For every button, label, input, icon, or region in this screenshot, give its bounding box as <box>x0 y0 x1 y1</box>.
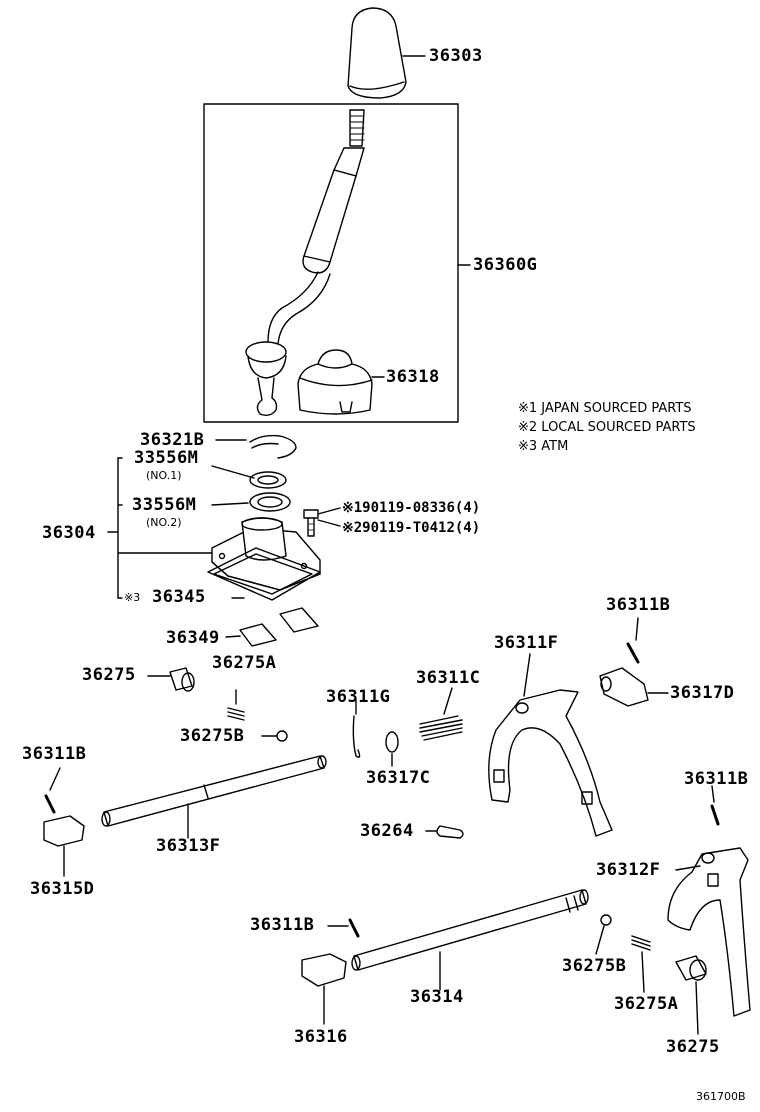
note-atm: ※3 ATM <box>518 439 569 454</box>
shift-retainer-drawing <box>207 517 321 601</box>
label-36311B-3: 36311B <box>684 769 749 789</box>
label-33556M-1: 33556M <box>134 448 199 468</box>
shift-head-36317d-drawing <box>599 667 669 707</box>
label-36316: 36316 <box>294 1027 348 1047</box>
diagram-code: 361700B <box>696 1090 746 1103</box>
label-36275A-1: 36275A <box>212 653 277 673</box>
label-36311F: 36311F <box>494 633 559 653</box>
label-36360G: 36360G <box>473 255 538 275</box>
pin-36264-drawing <box>436 825 464 839</box>
ball-drawing <box>276 730 288 742</box>
shift-head-drawing <box>43 815 85 877</box>
plug-drawing <box>147 667 195 692</box>
label-36349: 36349 <box>166 628 220 648</box>
spring-36311c-drawing <box>419 687 463 741</box>
label-no1: (NO.1) <box>146 469 182 482</box>
bolt-drawing <box>303 507 341 537</box>
label-36345-mark: ※3 <box>124 591 141 604</box>
lever-assembly-box <box>203 103 459 423</box>
label-36318: 36318 <box>386 367 440 387</box>
label-36321B: 36321B <box>140 430 205 450</box>
shift-shaft-36314-drawing <box>351 889 589 991</box>
label-36311G: 36311G <box>326 687 391 707</box>
label-36264: 36264 <box>360 821 414 841</box>
label-33556M-2: 33556M <box>132 495 197 515</box>
spring-drawing <box>227 689 245 721</box>
shift-shaft-drawing <box>101 755 327 839</box>
shift-fork-36311f-drawing <box>488 653 613 837</box>
label-36317D: 36317D <box>670 683 735 703</box>
boot-drawing <box>297 349 385 415</box>
snap-ring-drawing <box>249 434 297 459</box>
lock-plates-drawing <box>225 607 319 647</box>
label-36275B-1: 36275B <box>180 726 245 746</box>
note-japan-sourced: ※1 JAPAN SOURCED PARTS <box>518 401 692 416</box>
label-36275B-2: 36275B <box>562 956 627 976</box>
label-36275A-2: 36275A <box>614 994 679 1014</box>
label-36275-2: 36275 <box>666 1037 720 1057</box>
label-36345: 36345 <box>152 587 206 607</box>
washers-drawing <box>249 471 291 512</box>
note-local-sourced: ※2 LOCAL SOURCED PARTS <box>518 420 696 435</box>
shift-fork-36312f-drawing <box>667 847 751 1017</box>
label-36315D: 36315D <box>30 879 95 899</box>
label-36314: 36314 <box>410 987 464 1007</box>
label-36312F: 36312F <box>596 860 661 880</box>
label-36304: 36304 <box>42 523 96 543</box>
label-36311B-1: 36311B <box>606 595 671 615</box>
label-36303: 36303 <box>429 46 483 66</box>
shift-head-36316-drawing <box>301 953 347 1025</box>
label-36311B-4: 36311B <box>250 915 315 935</box>
label-36275-1: 36275 <box>82 665 136 685</box>
label-36317C: 36317C <box>366 768 431 788</box>
label-36313F: 36313F <box>156 836 221 856</box>
shift-lever-drawing <box>245 109 365 417</box>
shift-knob-drawing <box>347 7 426 99</box>
label-36311B-2: 36311B <box>22 744 87 764</box>
plug-right-drawing <box>675 955 707 1035</box>
label-36311C: 36311C <box>416 668 481 688</box>
label-no2: (NO.2) <box>146 516 182 529</box>
label-bolt-90119-08336: ※190119-08336(4) <box>342 500 481 516</box>
label-bolt-90119-T0412: ※290119-T0412(4) <box>342 520 481 536</box>
